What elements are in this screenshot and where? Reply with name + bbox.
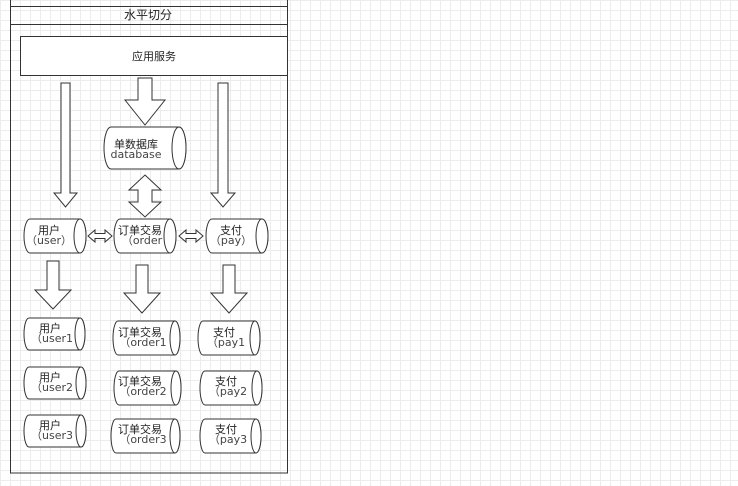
user-service-label: 用户: [38, 223, 60, 237]
order-service-label: 订单交易: [118, 223, 162, 237]
order-shard-1: [112, 320, 181, 356]
user-shard-1: [23, 317, 86, 351]
arrow-down-pay-shards: [209, 264, 249, 314]
user-shard-3-label: 用户: [39, 418, 61, 432]
pay-shard-2: [199, 370, 263, 406]
pay-service-sublabel: （pay）: [210, 234, 252, 247]
user-shard-3-sublabel: （user3: [31, 429, 73, 442]
arrow-down-order-shards: [122, 264, 162, 314]
pay-shard-2-sublabel: （pay2: [209, 385, 247, 398]
order-shard-1-label: 订单交易: [118, 325, 162, 339]
pay-service-cylinder: [205, 218, 269, 254]
order-shard-3: [110, 418, 181, 454]
user-shard-2-label: 用户: [39, 370, 61, 384]
user-shard-2-sublabel: （user2: [31, 381, 73, 394]
order-shard-2: [113, 370, 182, 406]
app-service-box: [20, 36, 288, 76]
arrow-down-to-database: [123, 77, 167, 126]
arrow-down-to-pay: [209, 82, 237, 208]
order-shard-3-label: 订单交易: [118, 422, 162, 436]
database-label: 单数据库: [114, 137, 158, 151]
arrow-db-order-bidirectional: [127, 174, 163, 218]
outer-frame: [10, 0, 288, 474]
user-shard-2: [23, 366, 87, 400]
pay-shard-1-sublabel: （pay1: [207, 336, 245, 349]
app-service-label: 应用服务: [132, 49, 176, 63]
order-shard-2-label: 订单交易: [118, 374, 162, 388]
database-cylinder: [103, 126, 187, 170]
pay-shard-3-label: 支付: [215, 423, 237, 436]
user-shard-1-sublabel: （user1: [31, 332, 73, 345]
pay-shard-2-label: 支付: [215, 375, 237, 388]
diagram-title: 水平切分: [124, 8, 172, 22]
pay-shard-3-sublabel: （pay3: [209, 433, 247, 446]
pay-service-label: 支付: [220, 224, 242, 237]
order-service-cylinder: [113, 218, 177, 254]
order-service-sublabel: （order: [122, 234, 163, 247]
arrow-down-to-user: [52, 82, 79, 208]
arrow-down-user-shards: [33, 260, 73, 310]
database-sublabel: database: [111, 148, 162, 161]
user-service-cylinder: [23, 218, 87, 254]
order-shard-2-sublabel: （order2: [119, 385, 166, 398]
pay-shard-1-label: 支付: [213, 326, 235, 339]
order-shard-3-sublabel: （order3: [119, 433, 166, 446]
order-shard-1-sublabel: （order1: [119, 336, 166, 349]
arrow-order-pay-bidirectional: [178, 228, 204, 244]
pay-shard-3: [199, 418, 262, 454]
pay-shard-1: [197, 320, 261, 356]
user-shard-3: [23, 414, 87, 448]
user-service-sublabel: （user）: [26, 234, 72, 247]
arrow-user-order-bidirectional: [87, 228, 113, 244]
user-shard-1-label: 用户: [39, 321, 61, 335]
